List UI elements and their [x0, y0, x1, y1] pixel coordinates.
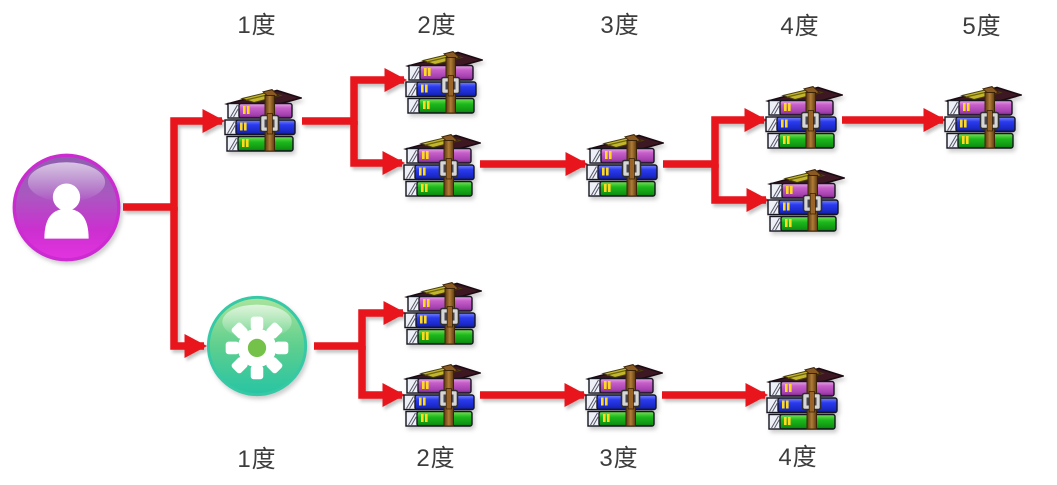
degree-label-bottom-2: 2度: [416, 444, 456, 472]
degree-label-bottom-3: 3度: [599, 444, 639, 472]
degree-label-top-4: 4度: [780, 12, 820, 40]
archive-bottom-4deg-icon: [764, 365, 844, 431]
degree-label-bottom-4: 4度: [778, 443, 818, 471]
archive-top-2deg-a-icon: [403, 49, 483, 115]
gear-icon: [204, 293, 310, 399]
archive-top-4deg-b-icon: [765, 167, 845, 233]
arrow-connector-user-to-top-1deg: [123, 108, 226, 211]
archive-top-1deg-icon: [222, 87, 302, 153]
arrow-connector-top-1deg-to-2deg-a: [302, 67, 408, 125]
arrow-connector-top-3deg-to-4deg-a: [663, 107, 768, 168]
degree-label-top-5: 5度: [962, 12, 1002, 40]
arrow-connector-top-3deg-to-4deg-b: [711, 164, 770, 212]
archive-top-5deg-icon: [942, 84, 1022, 150]
arrow-connector-gear-to-bottom-2deg-b: [358, 346, 406, 407]
degree-label-top-1: 1度: [237, 11, 277, 39]
user-avatar-icon: [10, 151, 123, 264]
archive-bottom-3deg-icon: [583, 362, 663, 428]
archive-top-4deg-a-icon: [763, 84, 843, 150]
arrow-connector-gear-to-bottom-2deg-a: [314, 300, 407, 350]
archive-top-3deg-icon: [584, 132, 664, 198]
archive-bottom-2deg-a-icon: [402, 280, 482, 346]
degree-label-bottom-1: 1度: [237, 445, 277, 473]
degree-label-top-3: 3度: [600, 11, 640, 39]
arrow-connector-user-to-gear: [170, 207, 208, 358]
archive-top-2deg-b-icon: [401, 132, 481, 198]
archive-bottom-2deg-b-icon: [401, 362, 481, 428]
arrow-connector-top-1deg-to-2deg-b: [350, 121, 406, 175]
degree-label-top-2: 2度: [417, 11, 457, 39]
